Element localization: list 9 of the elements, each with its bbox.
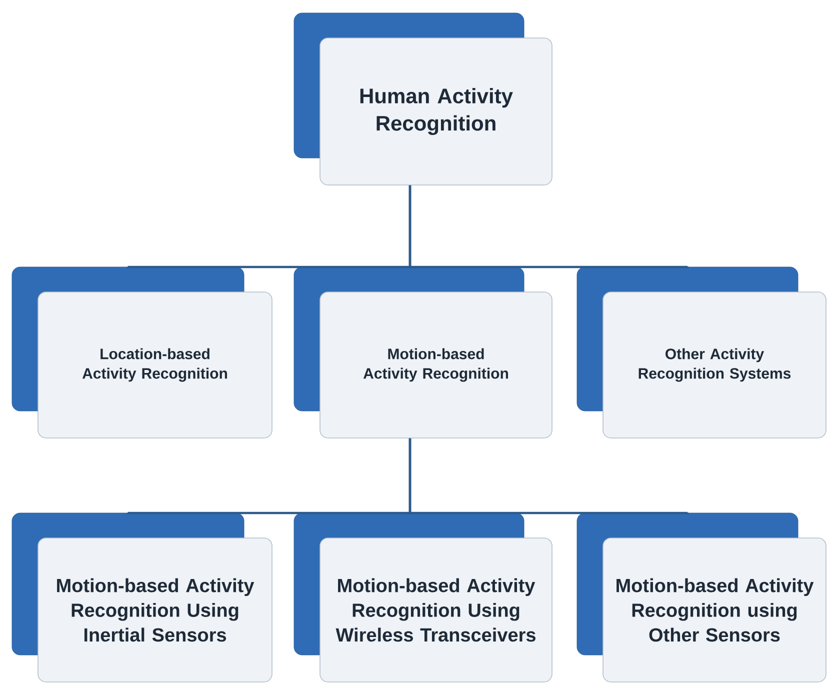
card-box: Motion-based Activity Recognition Using Wireless Transceivers [294, 512, 552, 682]
connector-line [408, 438, 689, 514]
card-box: Motion-based Activity Recognition Using Inertial Sensors [12, 512, 272, 682]
connector-line [408, 185, 689, 268]
card-box: Location-based Activity Recognition [12, 266, 272, 438]
card-box: Motion-based Activity Recognition [294, 266, 552, 438]
card-box: Other Activity Recognition Systems [576, 266, 826, 438]
card-box: Human Activity Recognition [294, 12, 552, 186]
card-box: Motion-based Activity Recognition using Other Sensors [576, 512, 826, 682]
